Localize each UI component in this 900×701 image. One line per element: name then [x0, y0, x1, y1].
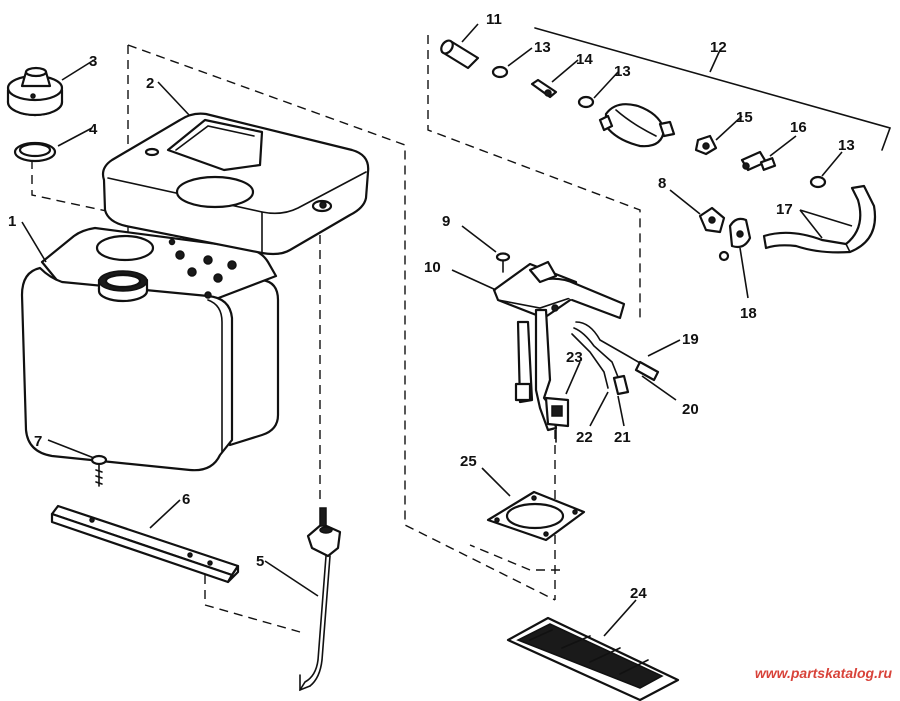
part-fuel-pickup-assembly: [492, 260, 660, 443]
part-screw-clamp: [718, 217, 752, 262]
part-cap-gasket: [13, 141, 57, 163]
part-fuel-hose: [762, 184, 877, 254]
callout-1: 1: [8, 213, 16, 230]
callout-19: 19: [682, 331, 699, 348]
callout-15: 15: [736, 109, 753, 126]
part-pickup-gasket: [486, 490, 586, 542]
part-hose-fitting: [530, 78, 558, 99]
part-screw: [495, 252, 511, 273]
watermark-text: www.partskatalog.ru: [755, 665, 893, 681]
part-retainer-clip: [698, 206, 726, 234]
callout-9: 9: [442, 213, 450, 230]
callout-24: 24: [630, 585, 647, 602]
callout-23: 23: [566, 349, 583, 366]
callout-7: 7: [34, 433, 42, 450]
callout-21: 21: [614, 429, 631, 446]
callout-16: 16: [790, 119, 807, 136]
part-bolt: [90, 454, 108, 487]
assembly-guide-lines: [31, 27, 892, 633]
part-fuel-gauge-sender: [299, 507, 342, 692]
callout-2: 2: [146, 75, 154, 92]
callout-17: 17: [776, 201, 793, 218]
part-decal-plate: [506, 616, 680, 701]
callout-5: 5: [256, 553, 264, 570]
part-primer-bulb: [598, 103, 676, 148]
callout-numbers: 1 2 3 4 5 6 7 8 9 10 11 12 13 13 13 14 1…: [8, 11, 855, 602]
callout-13a: 13: [534, 39, 551, 56]
callout-20: 20: [682, 401, 699, 418]
part-fuel-line-connector: [440, 39, 480, 70]
callout-12: 12: [710, 39, 727, 56]
part-clip: [694, 134, 718, 156]
callout-18: 18: [740, 305, 757, 322]
callout-11: 11: [486, 11, 502, 28]
part-filler-cap: [6, 66, 64, 117]
callout-14: 14: [576, 51, 593, 68]
callout-6: 6: [182, 491, 190, 508]
part-mounting-bracket: [50, 504, 240, 584]
callout-22: 22: [576, 429, 593, 446]
callout-leader-lines: [21, 23, 853, 637]
part-fuel-tank: [20, 226, 280, 472]
callout-13c: 13: [838, 137, 855, 154]
callout-4: 4: [89, 121, 98, 138]
part-hose-nipple: [740, 150, 777, 172]
part-tank-cover: [101, 112, 370, 256]
callout-10: 10: [424, 259, 441, 276]
part-hose-clamp: [491, 65, 827, 189]
callout-8: 8: [658, 175, 666, 192]
callout-25: 25: [460, 453, 477, 470]
callout-3: 3: [89, 53, 97, 70]
callout-13b: 13: [614, 63, 631, 80]
